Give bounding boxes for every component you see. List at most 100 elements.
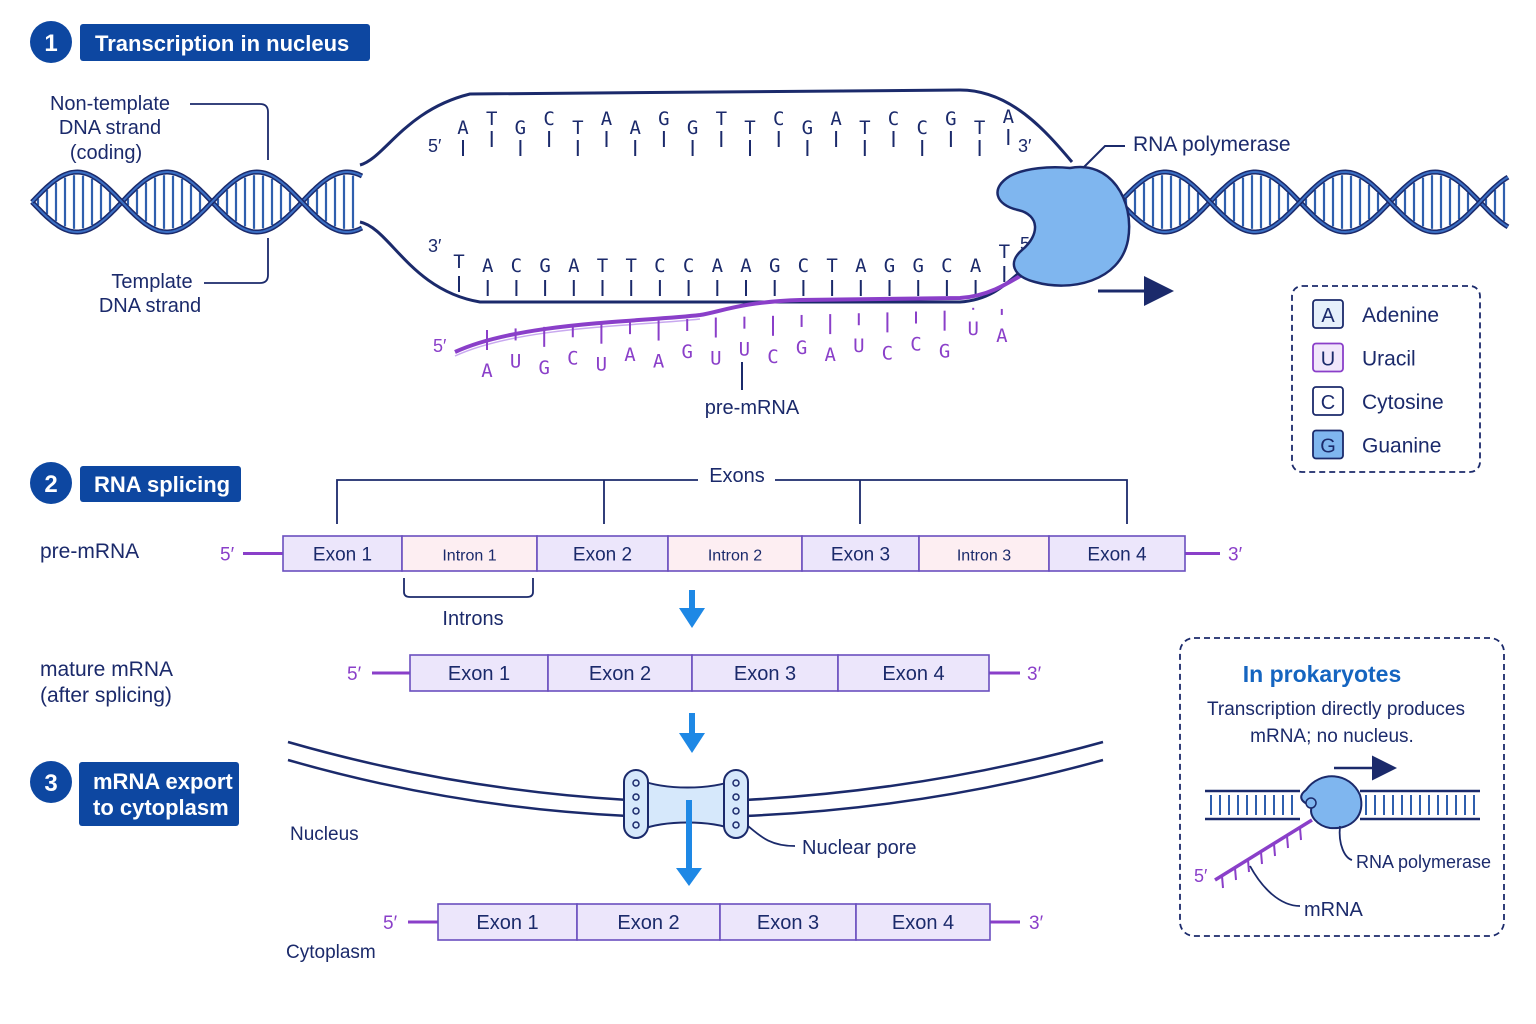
mature-label-line2: (after splicing) <box>40 684 172 707</box>
exon-segment <box>409 654 549 692</box>
exon-segment <box>837 654 990 692</box>
prokaryote-polymerase-label: RNA polymerase <box>1356 852 1491 872</box>
rna-base-letter: A <box>653 351 665 373</box>
mature-label-line1: mature mRNA <box>40 658 173 681</box>
helix-backbone-highlight <box>1119 170 1509 234</box>
prokaryote-polymerase <box>1300 775 1363 830</box>
base-letter: A <box>568 255 580 277</box>
base-letter: C <box>511 255 522 277</box>
base-letter: T <box>974 117 985 139</box>
polymerase-shape <box>996 165 1131 287</box>
prokaryote-mrna-tick <box>1299 827 1302 841</box>
rna-base-letter: A <box>624 344 636 366</box>
coding-5prime: 5′ <box>428 136 442 156</box>
step3-title-line1: mRNA export <box>93 769 233 794</box>
base-letter: T <box>597 255 608 277</box>
base-letter: C <box>798 255 809 277</box>
base-letter: C <box>941 255 952 277</box>
step2-badge <box>30 462 72 504</box>
prokaryote-text-line1: Transcription directly produces <box>1207 699 1465 720</box>
step2-header: 2 RNA splicing <box>30 462 241 504</box>
exons-label: Exons <box>709 465 765 487</box>
prokaryote-mrna-tick <box>1260 851 1263 865</box>
base-letter: A <box>629 117 641 139</box>
step3-title-box <box>79 762 239 826</box>
intron-label: Intron 1 <box>442 548 496 565</box>
exon-segment <box>1048 535 1186 572</box>
legend-letter: C <box>1321 392 1335 414</box>
bar-5prime: 5′ <box>220 545 235 566</box>
exon-label: Exon 3 <box>757 912 819 934</box>
premrna-row-label: pre-mRNA <box>40 540 139 563</box>
bar-5prime: 5′ <box>347 664 362 685</box>
step2-number: 2 <box>44 471 57 498</box>
step2-title-box <box>80 466 241 502</box>
exon-segment <box>547 654 693 692</box>
rna-base-letter: C <box>882 342 893 364</box>
exon-label: Exon 3 <box>734 663 796 685</box>
prokaryote-mrna-tick <box>1221 875 1224 889</box>
step2-title: RNA splicing <box>94 472 230 497</box>
rna-backbone <box>454 268 1032 354</box>
exon-segment <box>801 535 920 572</box>
prokaryote-mrna-tick <box>1286 835 1289 849</box>
pore-label: Nuclear pore <box>802 837 917 859</box>
step3-number: 3 <box>44 770 57 797</box>
base-letter: T <box>453 251 464 273</box>
prokaryote-mrna-tick <box>1234 867 1237 881</box>
intron-label: Intron 2 <box>708 548 762 565</box>
dna-helix-left <box>30 169 364 235</box>
rna-base-letter: G <box>796 337 807 359</box>
rna-polymerase: RNA polymerase <box>996 133 1291 306</box>
rna-5prime: 5′ <box>433 336 447 356</box>
helix-backbone <box>30 169 364 235</box>
coding-strand <box>359 88 1074 167</box>
base-letter: A <box>457 117 469 139</box>
nucleus-label: Nucleus <box>290 824 359 845</box>
base-letter: G <box>769 255 780 277</box>
step3-title-line2: to cytoplasm <box>93 795 229 820</box>
base-letter: A <box>740 255 752 277</box>
exon-label: Exon 1 <box>476 912 538 934</box>
exon-label: Exon 4 <box>882 663 944 685</box>
prokaryote-mrna-tick <box>1273 843 1276 857</box>
base-letter: A <box>1003 106 1015 128</box>
rna-backbone-highlight <box>454 318 701 357</box>
step1-title-box <box>80 24 370 61</box>
bar-5prime: 5′ <box>383 913 398 934</box>
legend-swatch <box>1312 386 1344 416</box>
prokaryote-mrna-label: mRNA <box>1304 899 1364 921</box>
rna-base-letter: C <box>910 334 921 356</box>
bar-3prime: 3′ <box>1027 664 1042 685</box>
template-3prime: 3′ <box>428 236 442 256</box>
base-letter: C <box>543 108 554 130</box>
base-letter: A <box>970 255 982 277</box>
polymerase-pointer <box>1082 145 1125 169</box>
rna-base-letter: A <box>996 325 1008 347</box>
exon-label: Exon 2 <box>617 912 679 934</box>
introns-bracket: Introns <box>403 578 534 630</box>
splice-arrow <box>679 590 705 628</box>
base-letter: C <box>683 255 694 277</box>
exon-label: Exon 1 <box>448 663 510 685</box>
base-letter: A <box>830 108 842 130</box>
strand-labels: Non-template DNA strand (coding) Templat… <box>50 93 269 317</box>
step1-number: 1 <box>44 30 57 57</box>
template-bracket <box>204 238 269 284</box>
base-letter: T <box>625 255 636 277</box>
export-arrow <box>679 713 705 753</box>
base-letter: T <box>744 117 755 139</box>
prokaryote-mrna-strand <box>1214 818 1313 882</box>
base-letter: G <box>884 255 895 277</box>
base-letter: C <box>916 117 927 139</box>
base-letter: T <box>486 108 497 130</box>
template-label-line1: Template <box>111 271 192 293</box>
legend-name: Adenine <box>1362 304 1439 327</box>
rna-base-letter: C <box>767 346 778 368</box>
base-letter: G <box>658 108 669 130</box>
base-letter: A <box>712 255 724 277</box>
